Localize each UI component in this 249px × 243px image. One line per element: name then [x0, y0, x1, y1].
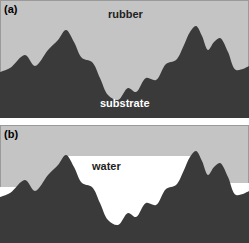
panel-label: (a) [4, 4, 17, 15]
region-label: rubber [108, 9, 143, 20]
panel [0, 126, 249, 243]
region-label: substrate [100, 98, 150, 109]
substrate-surface [0, 151, 249, 243]
panel [0, 1, 249, 119]
rubber-region [1, 126, 249, 243]
substrate-surface [0, 26, 249, 118]
panel-label: (b) [4, 129, 18, 140]
region-label: water [92, 161, 121, 172]
rubber-region [1, 1, 249, 118]
